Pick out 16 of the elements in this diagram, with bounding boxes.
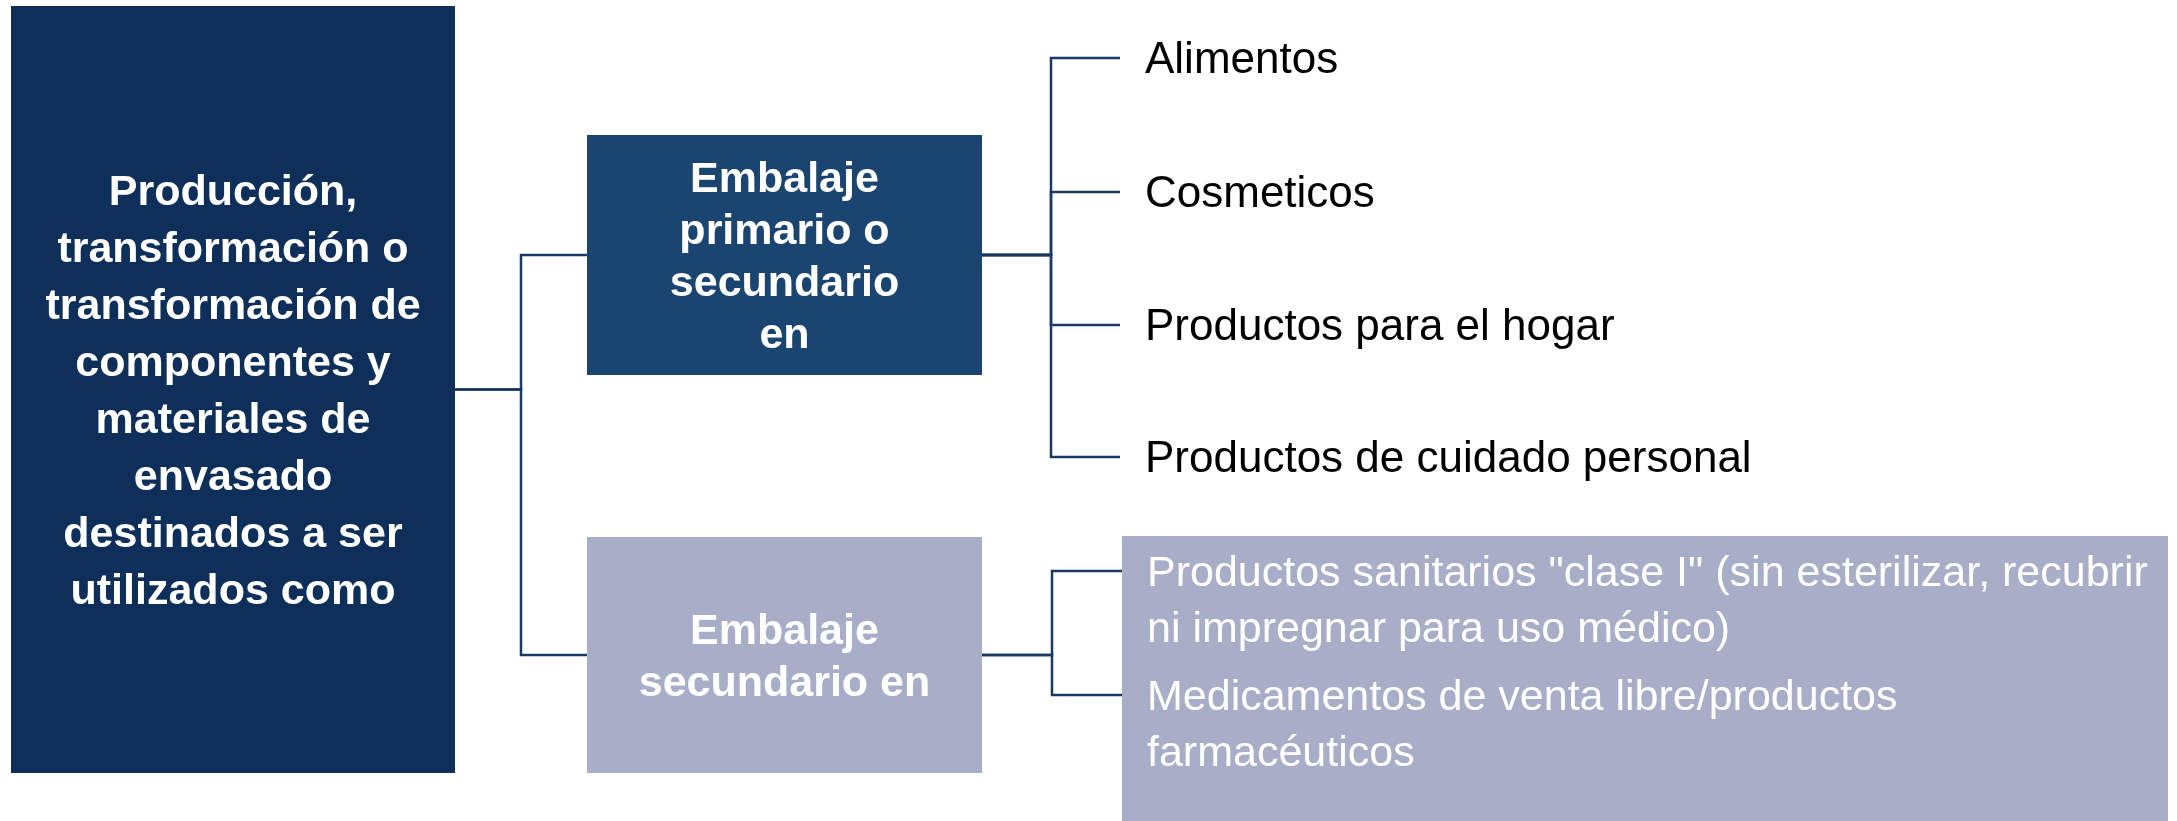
category-box: [587, 537, 982, 773]
connector-line: [982, 653, 1122, 697]
list-item: Productos sanitarios "clase I" (sin esterilizar, recubrir ni impregnar para uso médico): [1147, 546, 2149, 653]
box-label: Producción, transformación o transformación de componentes y materiales de envasado destinados a ser utilizados como: [44, 164, 422, 615]
highlight-panel: [1122, 536, 2168, 821]
category-box: [587, 135, 982, 375]
category-box: [11, 6, 455, 773]
box-label: Embalaje secundario en: [637, 604, 932, 707]
list-item: Alimentos: [1145, 33, 1339, 83]
list-item: Cosmeticos: [1145, 167, 1375, 217]
list-item: Productos de cuidado personal: [1145, 432, 1752, 482]
connector-line: [455, 388, 587, 657]
connector-line: [982, 253, 1120, 459]
box-label: Embalaje primario o secundario en: [668, 152, 901, 359]
list-item: Productos para el hogar: [1145, 300, 1615, 350]
list-item: Medicamentos de venta libre/productos farmacéuticos: [1147, 670, 1899, 777]
